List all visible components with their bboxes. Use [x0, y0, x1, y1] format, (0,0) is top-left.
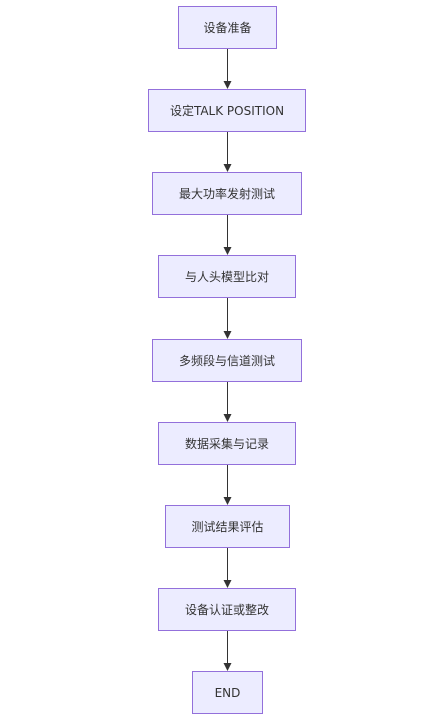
node-max-power-test: 最大功率发射测试 [152, 172, 302, 215]
node-head-model-compare: 与人头模型比对 [158, 255, 296, 298]
node-device-prep: 设备准备 [178, 6, 277, 49]
node-end: END [192, 671, 263, 714]
node-result-evaluation: 测试结果评估 [165, 505, 290, 548]
node-certification-or-rectify: 设备认证或整改 [158, 588, 296, 631]
node-set-talk-position: 设定TALK POSITION [148, 89, 306, 132]
node-data-collection: 数据采集与记录 [158, 422, 296, 465]
node-multiband-channel-test: 多频段与信道测试 [152, 339, 302, 382]
